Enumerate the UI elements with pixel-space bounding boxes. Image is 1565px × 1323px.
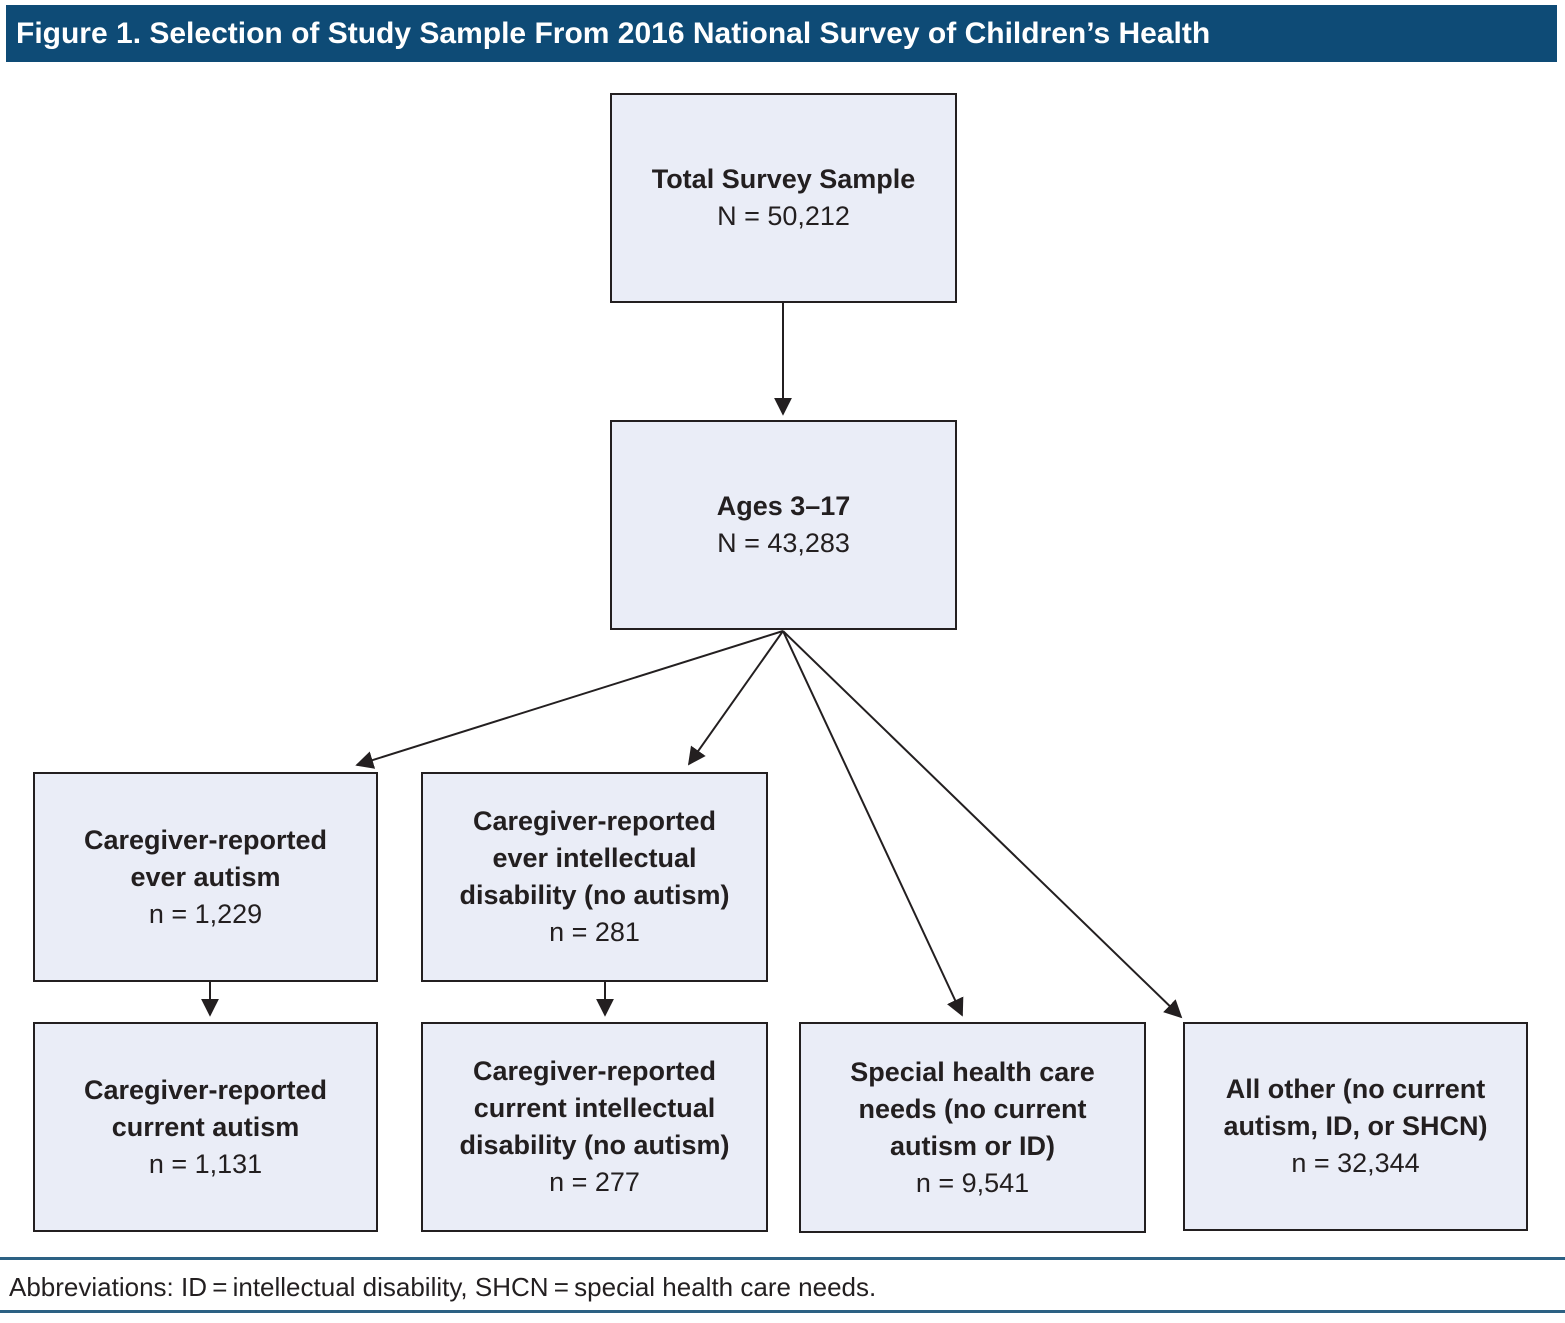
node-label: All other (no current xyxy=(1225,1074,1486,1104)
node-n-value: n = 1,229 xyxy=(148,898,263,929)
abbreviations-note: Abbreviations: ID = intellectual disabil… xyxy=(9,1272,877,1302)
node-label: Total Survey Sample xyxy=(651,164,916,194)
node-label: Caregiver-reported xyxy=(83,824,328,855)
node-ever-intellectual-disability: Caregiver-reported ever intellectual dis… xyxy=(421,772,768,982)
node-n-value: N = 43,283 xyxy=(717,528,850,558)
arrow-ages-to-ever-autism xyxy=(355,630,784,769)
node-n-value: N = 50,212 xyxy=(717,201,850,231)
arrow-ages-to-ever-id xyxy=(687,630,784,766)
node-label: needs (no current xyxy=(858,1093,1087,1124)
node-n-value: n = 32,344 xyxy=(1291,1148,1420,1178)
footer-rule-top xyxy=(0,1257,1565,1260)
node-label: ever intellectual xyxy=(492,843,697,873)
node-label: Caregiver-reported xyxy=(83,1074,328,1105)
node-label: disability (no autism) xyxy=(459,880,730,910)
arrow-ages-to-shcn xyxy=(782,630,964,1017)
node-current-intellectual-disability: Caregiver-reported current intellectual … xyxy=(421,1022,768,1232)
node-label: Caregiver-reported xyxy=(472,1056,717,1086)
node-n-value: n = 1,131 xyxy=(148,1148,263,1179)
node-special-health-care-needs: Special health care needs (no current au… xyxy=(799,1022,1146,1233)
node-ever-autism: Caregiver-reported ever autism n = 1,229 xyxy=(33,772,378,982)
node-label: Caregiver-reported xyxy=(472,806,717,836)
node-n-value: n = 9,541 xyxy=(915,1167,1030,1198)
node-label: ever autism xyxy=(130,861,281,892)
node-label: Special health care xyxy=(850,1056,1095,1087)
node-ages-3-17: Ages 3–17 N = 43,283 xyxy=(610,420,957,630)
node-label: autism, ID, or SHCN) xyxy=(1223,1111,1488,1141)
node-total-survey-sample: Total Survey Sample N = 50,212 xyxy=(610,93,957,303)
node-label: autism or ID) xyxy=(889,1130,1056,1161)
node-all-other: All other (no current autism, ID, or SHC… xyxy=(1183,1022,1528,1231)
arrow-ages-to-all-other xyxy=(782,630,1183,1019)
node-label: disability (no autism) xyxy=(459,1130,730,1160)
figure-title-bar: Figure 1. Selection of Study Sample From… xyxy=(6,5,1557,62)
node-label: Ages 3–17 xyxy=(716,491,851,521)
node-n-value: n = 281 xyxy=(549,917,640,947)
node-current-autism: Caregiver-reported current autism n = 1,… xyxy=(33,1022,378,1232)
footer-rule-bottom xyxy=(0,1310,1565,1313)
node-n-value: n = 277 xyxy=(549,1167,640,1197)
figure-title: Figure 1. Selection of Study Sample From… xyxy=(16,16,1211,50)
node-label: current intellectual xyxy=(473,1093,716,1123)
node-label: current autism xyxy=(111,1111,300,1142)
